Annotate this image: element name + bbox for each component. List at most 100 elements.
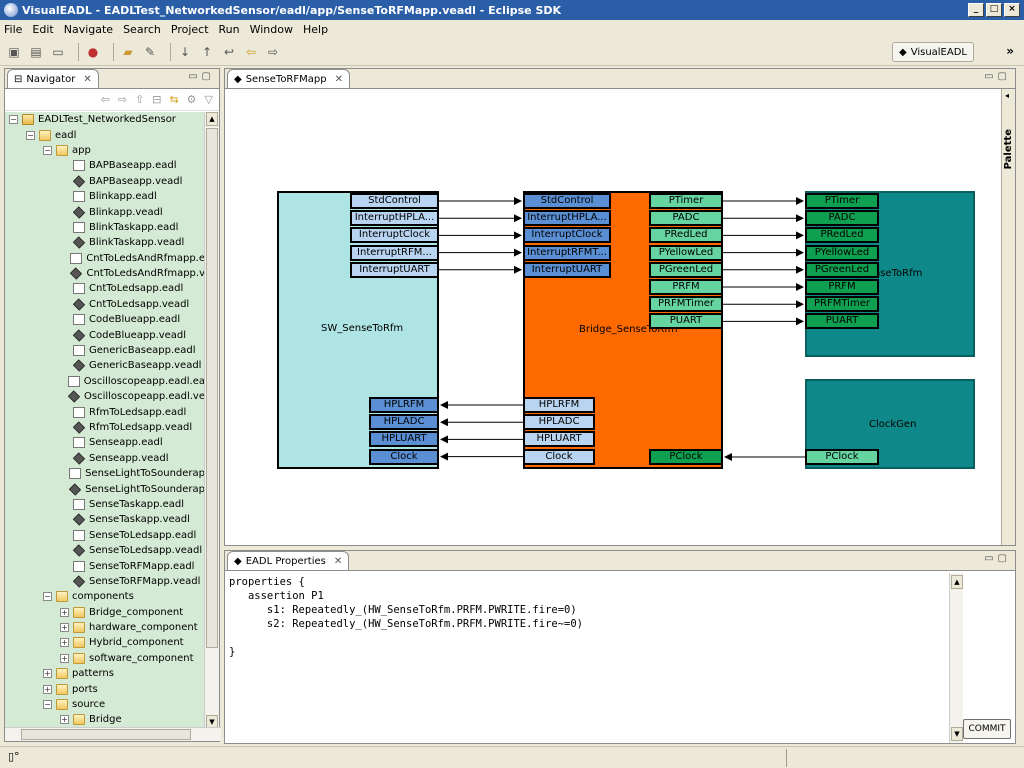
collapse-icon[interactable]: −	[43, 700, 52, 710]
bridge-port[interactable]: HPLUART	[523, 431, 595, 448]
tree-item[interactable]: −app	[5, 143, 205, 158]
bridge-port[interactable]: PGreenLed	[649, 261, 723, 278]
hw-port[interactable]: PGreenLed	[805, 261, 879, 278]
tree-item[interactable]: Blinkapp.eadl	[5, 189, 205, 204]
tree-item[interactable]: CntToLedsAndRfmapp.v	[5, 266, 205, 281]
hw-port[interactable]: PUART	[805, 313, 879, 330]
menu-edit[interactable]: Edit	[32, 22, 54, 36]
hw-port[interactable]: PTimer	[805, 193, 879, 209]
hw-port[interactable]: PRFM	[805, 279, 879, 295]
bridge-port[interactable]: InterruptRFMT...	[523, 244, 611, 261]
tree-item[interactable]: CntToLedsAndRfmapp.e	[5, 251, 205, 266]
up-icon[interactable]: ⇧	[135, 93, 145, 106]
minimize-button[interactable]: _	[968, 3, 984, 17]
commit-button[interactable]: COMMIT	[963, 719, 1011, 739]
tree-item[interactable]: RfmToLedsapp.veadl	[5, 420, 205, 435]
sw-port[interactable]: InterruptUART	[350, 261, 439, 278]
tree-item[interactable]: SenseToLedsapp.eadl	[5, 528, 205, 543]
save-icon[interactable]: ▤	[30, 44, 42, 59]
menu-project[interactable]: Project	[170, 22, 209, 36]
view-controls[interactable]: ▭▢	[984, 71, 1011, 82]
sw-port[interactable]: StdControl	[350, 193, 439, 209]
tab-navigator[interactable]: ⊟ Navigator ✕	[7, 69, 99, 88]
properties-scrollbar[interactable]: ▲ ▼	[949, 573, 963, 743]
tree-item[interactable]: SenseToLedsapp.veadl	[5, 543, 205, 558]
edit-icon[interactable]: ✎	[144, 44, 156, 59]
view-menu-icon[interactable]: ▽	[204, 93, 213, 106]
expand-icon[interactable]: +	[43, 669, 52, 679]
tree-item[interactable]: −eadl	[5, 127, 205, 142]
expand-icon[interactable]: +	[60, 623, 69, 633]
sw-port[interactable]: HPLRFM	[369, 397, 439, 413]
forward-icon[interactable]: ⇨	[117, 93, 127, 106]
tree-item[interactable]: +hardware_component	[5, 620, 205, 635]
hw-port[interactable]: PRedLed	[805, 227, 879, 244]
bridge-port[interactable]: PRedLed	[649, 227, 723, 244]
close-button[interactable]: ×	[1004, 3, 1020, 17]
perspective-switcher[interactable]: ◆ VisualEADL	[892, 42, 974, 62]
link-editor-icon[interactable]: ⇆	[169, 93, 179, 106]
bridge-port[interactable]: HPLRFM	[523, 397, 595, 413]
close-icon[interactable]: ✕	[334, 73, 343, 85]
prev-annotation-icon[interactable]: ↑	[201, 44, 213, 59]
bridge-port[interactable]: PADC	[649, 210, 723, 227]
bridge-port[interactable]: InterruptUART	[523, 261, 611, 278]
diagram-canvas[interactable]: SW_SenseToRfm Bridge_SenseToRfm HW_Sense…	[229, 91, 1001, 543]
forward-icon[interactable]: ⇨	[267, 44, 279, 59]
tree-item[interactable]: SenseToRFMapp.eadl	[5, 558, 205, 573]
tree-item[interactable]: RfmToLedsapp.eadl	[5, 404, 205, 419]
hw-port[interactable]: PADC	[805, 210, 879, 227]
view-controls[interactable]: ▭▢	[188, 71, 215, 82]
bridge-port[interactable]: Clock	[523, 448, 595, 465]
expand-icon[interactable]: +	[60, 715, 69, 725]
tree-item[interactable]: +ports	[5, 681, 205, 696]
close-icon[interactable]: ✕	[333, 555, 343, 567]
bridge-port[interactable]: PTimer	[649, 193, 723, 209]
tree-item[interactable]: −EADLTest_NetworkedSensor	[5, 112, 205, 127]
expand-icon[interactable]: +	[60, 653, 69, 663]
tree-item[interactable]: +patterns	[5, 666, 205, 681]
bridge-port[interactable]: PYellowLed	[649, 244, 723, 261]
back-icon[interactable]: ⇦	[100, 93, 110, 106]
filter-icon[interactable]: ⚙	[186, 93, 197, 106]
collapse-all-icon[interactable]: ⊟	[152, 93, 162, 106]
tab-sensetorfmapp[interactable]: ◆ SenseToRFMapp ✕	[227, 69, 350, 88]
back-icon[interactable]: ⇦	[245, 44, 257, 59]
run-icon[interactable]: ●	[87, 44, 99, 59]
sw-port[interactable]: InterruptClock	[350, 227, 439, 244]
sw-port[interactable]: Clock	[369, 448, 439, 465]
tree-item[interactable]: SenseLightToSounderap	[5, 466, 205, 481]
chevron-up-icon[interactable]: ◂	[1005, 91, 1010, 100]
tree-item[interactable]: CntToLedsapp.eadl	[5, 281, 205, 296]
expand-icon[interactable]: +	[60, 638, 69, 648]
tree-item[interactable]: BlinkTaskapp.veadl	[5, 235, 205, 250]
bridge-port[interactable]: PRFMTimer	[649, 296, 723, 313]
menu-file[interactable]: File	[4, 22, 23, 36]
clockgen-pclock-port[interactable]: PClock	[805, 449, 879, 465]
navigator-horizontal-scrollbar[interactable]	[5, 727, 221, 741]
tree-item[interactable]: CntToLedsapp.veadl	[5, 297, 205, 312]
collapse-icon[interactable]: −	[26, 130, 35, 140]
close-icon[interactable]: ✕	[83, 73, 92, 85]
tree-item[interactable]: SenseTaskapp.eadl	[5, 497, 205, 512]
tree-item[interactable]: SenseLightToSounderap	[5, 481, 205, 496]
expand-icon[interactable]: +	[60, 607, 69, 617]
tree-item[interactable]: CodeBlueapp.eadl	[5, 312, 205, 327]
tree-item[interactable]: +Bridge_component	[5, 605, 205, 620]
tree-item[interactable]: SenseTaskapp.veadl	[5, 512, 205, 527]
bridge-port[interactable]: PUART	[649, 313, 723, 330]
menu-search[interactable]: Search	[123, 22, 161, 36]
tree-item[interactable]: +Hybrid_component	[5, 635, 205, 650]
collapse-icon[interactable]: −	[43, 592, 52, 602]
tree-item[interactable]: Senseapp.eadl	[5, 435, 205, 450]
tree-item[interactable]: GenericBaseapp.eadl	[5, 343, 205, 358]
tree-item[interactable]: BAPBaseapp.eadl	[5, 158, 205, 173]
open-folder-icon[interactable]: ▰	[123, 44, 133, 59]
sw-port[interactable]: InterruptHPLA...	[350, 210, 439, 227]
chevron-right-icon[interactable]: »	[1006, 44, 1014, 58]
tree-item[interactable]: Oscilloscopeapp.eadl.ve	[5, 389, 205, 404]
tree-item[interactable]: CodeBlueapp.veadl	[5, 327, 205, 342]
tree-item[interactable]: −source	[5, 697, 205, 712]
view-controls[interactable]: ▭▢	[984, 553, 1011, 564]
tree-item[interactable]: SenseToRFMapp.veadl	[5, 574, 205, 589]
